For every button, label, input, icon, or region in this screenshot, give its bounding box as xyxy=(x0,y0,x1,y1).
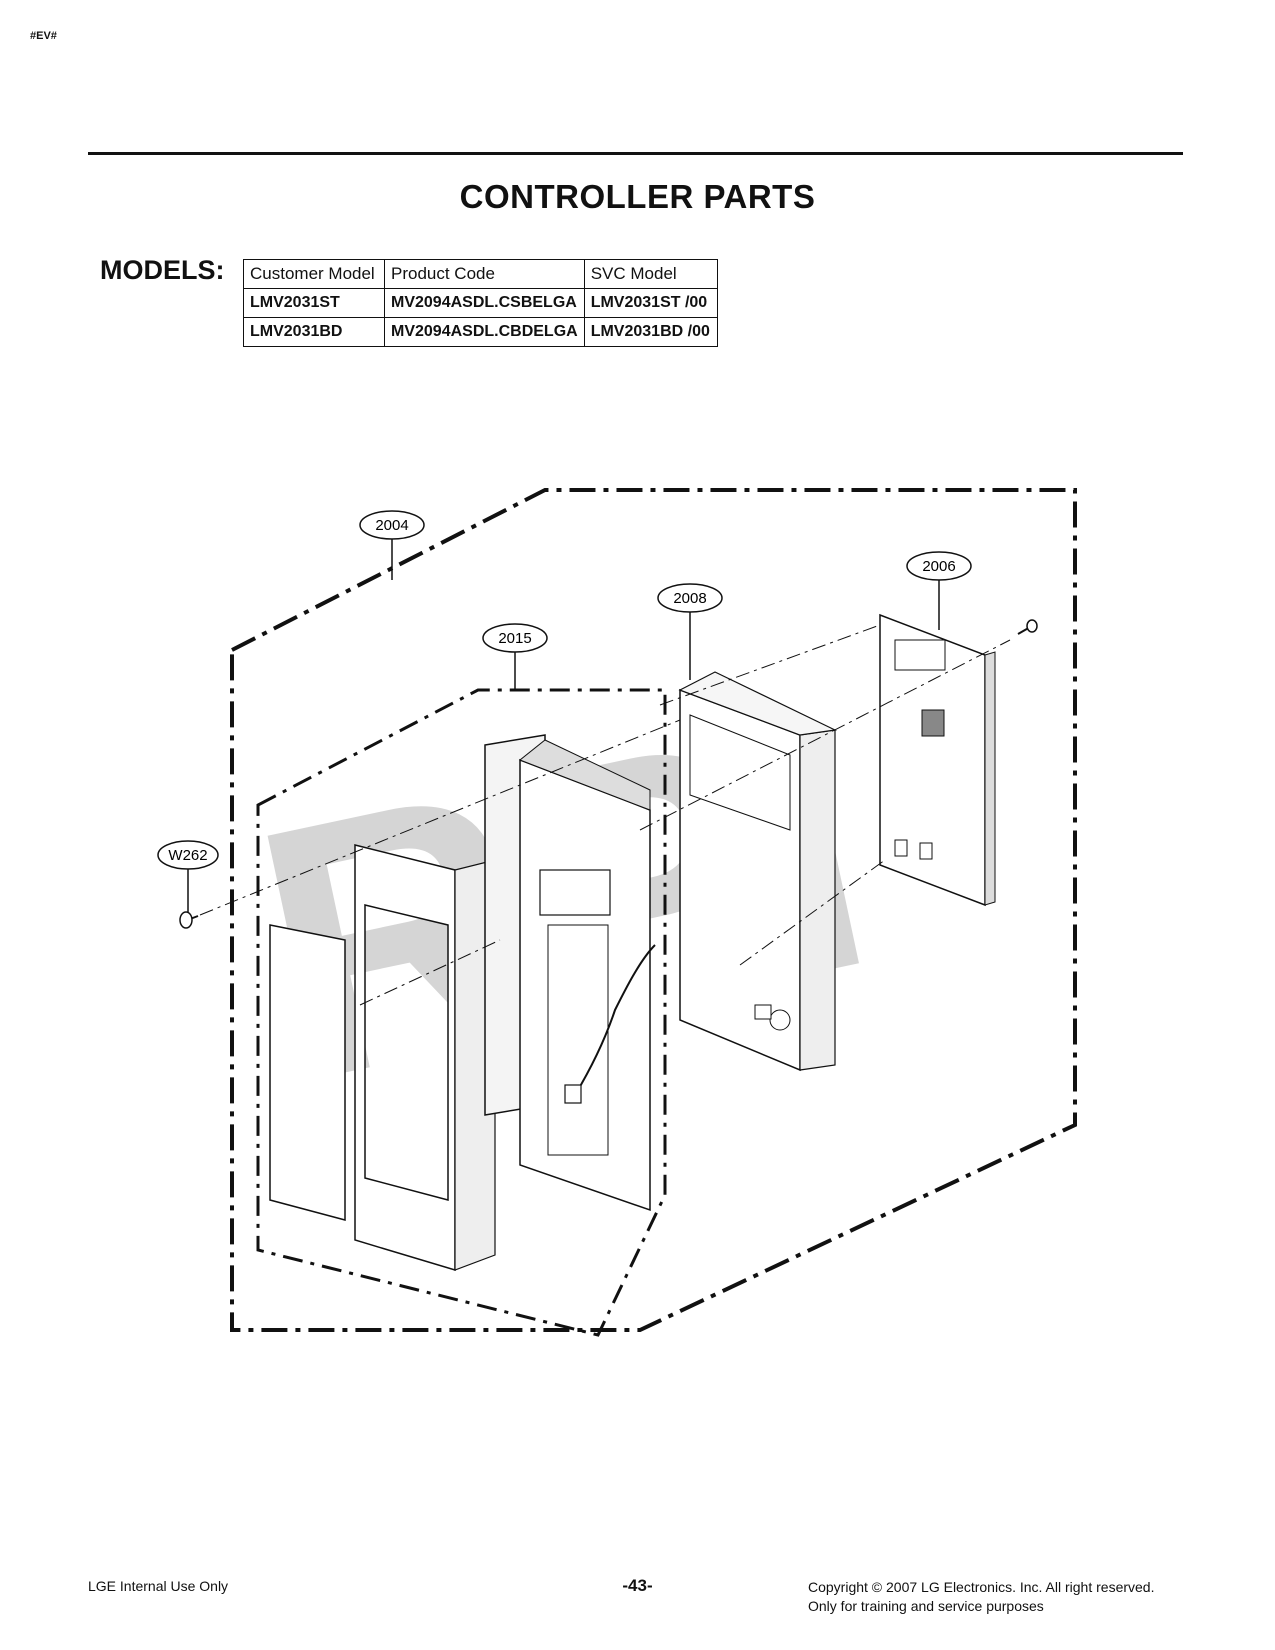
callout-2015: 2015 xyxy=(482,623,548,653)
keypad-recess xyxy=(547,924,609,1156)
models-label: MODELS: xyxy=(100,255,225,285)
callout-2008: 2008 xyxy=(657,583,723,613)
page-title: CONTROLLER PARTS xyxy=(459,178,816,215)
assembly-2004-boundary xyxy=(230,488,1077,1332)
callout-w262: W262 xyxy=(157,840,219,870)
models-table: Customer Model Product Code SVC Model LM… xyxy=(243,259,718,347)
table-cell: LMV2031ST xyxy=(243,288,385,318)
display-window xyxy=(539,869,611,916)
pcb-component xyxy=(894,839,908,857)
assembly-2015-boundary xyxy=(256,688,667,1337)
callout-2004-label: 2004 xyxy=(375,517,408,534)
screw-w262-icon xyxy=(179,911,199,929)
col-svc-model: SVC Model xyxy=(583,259,718,289)
page-number: -43- xyxy=(622,1576,653,1595)
models-header-row: Customer Model Product Code SVC Model xyxy=(243,259,718,289)
footer-copyright: Copyright © 2007 LG Electronics. Inc. Al… xyxy=(808,1579,1155,1595)
callout-leaders xyxy=(187,539,940,912)
keypad-film xyxy=(269,924,346,1221)
callout-2006: 2006 xyxy=(906,551,972,581)
table-cell: MV2094ASDL.CSBELGA xyxy=(384,288,585,318)
callout-2008-label: 2008 xyxy=(673,590,706,607)
header-rule xyxy=(88,152,1183,155)
bracket-slot xyxy=(754,1004,772,1020)
col-customer-model: Customer Model xyxy=(243,259,385,289)
pcb-connector xyxy=(894,639,946,671)
pcb-relay xyxy=(921,709,945,737)
callout-2006-label: 2006 xyxy=(922,558,955,575)
connector xyxy=(564,1084,582,1104)
wire-harness xyxy=(574,944,656,1096)
table-cell: LMV2031BD /00 xyxy=(583,317,718,347)
bracket-cutout xyxy=(689,714,791,831)
control-panel-body xyxy=(519,758,651,1212)
table-cell: LMV2031BD xyxy=(243,317,385,347)
footer-internal-use: LGE Internal Use Only xyxy=(88,1578,229,1594)
footer-copyright-block: Copyright © 2007 LG Electronics. Inc. Al… xyxy=(808,1578,1154,1616)
callout-2015-label: 2015 xyxy=(498,630,531,647)
main-pcb-edge xyxy=(984,651,996,906)
control-panel-top-grille xyxy=(519,739,651,811)
screw-pcb-icon xyxy=(1017,619,1038,635)
document-tag: #EV# xyxy=(30,30,57,42)
pcb-component xyxy=(919,842,933,860)
callout-2004: 2004 xyxy=(359,510,425,540)
table-row: LMV2031BD MV2094ASDL.CBDELGA LMV2031BD /… xyxy=(243,317,718,347)
callout-w262-label: W262 xyxy=(168,847,207,864)
bracket-hole xyxy=(769,1009,791,1031)
assembly-lines xyxy=(199,624,1011,1006)
footer-note: Only for training and service purposes xyxy=(808,1598,1044,1614)
